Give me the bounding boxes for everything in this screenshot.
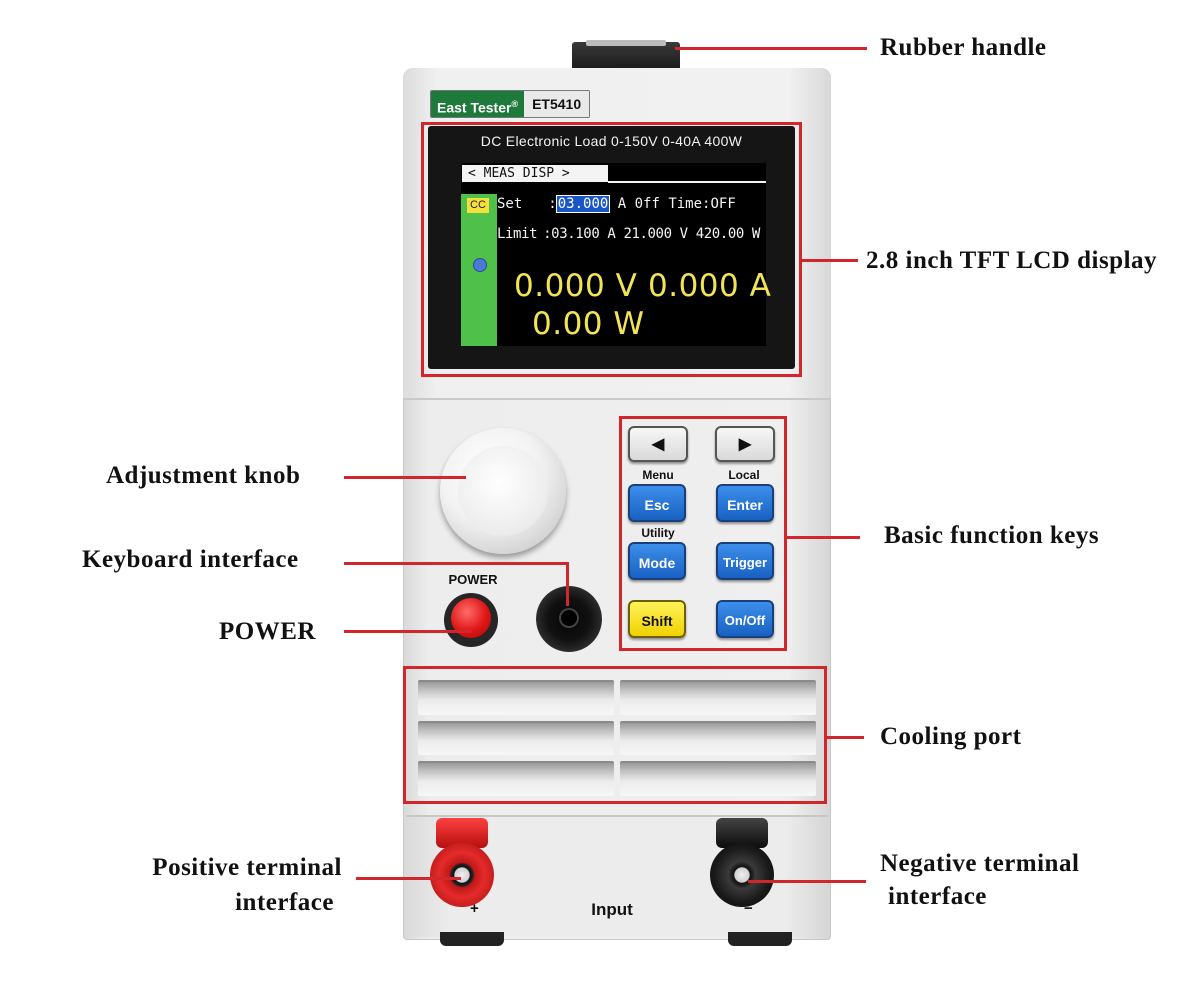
leader-keyboard-interface [344,562,569,565]
leader-cooling-port [826,736,864,739]
negative-mark: − [744,900,753,917]
lcd-menu-bar: < MEAS DISP > [462,165,608,182]
mode-button[interactable]: Mode [628,542,686,580]
vent-slot [418,761,614,796]
negative-terminal[interactable] [710,843,774,907]
lcd-screen [461,163,766,346]
lcd-set-label: Set [497,196,523,212]
on-off-button[interactable]: On/Off [716,600,774,638]
lcd-limit-row: Limit :03.100 A 21.000 V 420.00 W [497,226,760,242]
leader-rubber-handle [675,47,867,50]
device-foot-right [728,932,792,946]
callout-negative-terminal-line1: Negative terminal [880,850,1080,877]
brand-name: East Tester® [431,91,525,117]
cooling-vents [414,676,820,800]
enter-button[interactable]: Enter [716,484,774,522]
callout-keyboard-interface: Keyboard interface [82,546,299,573]
leader-adjustment-knob [344,476,466,479]
device-spec-subtitle: DC Electronic Load 0-150V 0-40A 400W [480,133,743,149]
status-dot-icon [473,258,487,272]
leader-positive-terminal [356,877,461,880]
vent-slot [418,720,614,756]
cooling-highlight-box [403,666,827,804]
positive-mark: + [470,900,479,917]
callout-negative-terminal-line2: interface [888,883,987,911]
menu-key-label: Menu [642,468,674,482]
lcd-limit-value: :03.100 A 21.000 V 420.00 W [543,226,760,242]
jack-socket-icon [561,610,577,626]
model-number: ET5410 [524,91,590,117]
callout-rubber-handle: Rubber handle [880,34,1047,61]
right-arrow-button[interactable]: ▶ [715,426,775,462]
utility-key-label: Utility [641,526,675,540]
lcd-current-readout: 0.000 A [648,268,772,304]
shift-button[interactable]: Shift [628,600,686,638]
callout-basic-function-keys: Basic function keys [884,522,1100,549]
callout-positive-terminal: Positive terminal interface [118,852,342,919]
lcd-power-readout: 0.00 W [532,306,645,342]
leader-power [344,630,472,633]
vent-slot [418,680,614,715]
callout-positive-terminal-line2: interface [235,889,334,917]
keys-highlight-box [619,416,787,651]
trigger-button[interactable]: Trigger [716,542,774,580]
leader-lcd-display [800,259,858,262]
lcd-set-value: 03.000 [555,195,611,213]
input-label: Input [591,900,633,919]
callout-negative-terminal: Negative terminal interface [880,848,1079,913]
cc-mode-badge: CC [467,198,489,213]
leader-basic-keys [786,536,860,539]
lcd-set-row: Set:03.000 A 0ff Time:OFF [497,195,736,213]
vent-slot [620,761,816,796]
positive-terminal[interactable] [430,843,494,907]
callout-positive-terminal-line1: Positive terminal [152,854,342,881]
esc-button[interactable]: Esc [628,484,686,522]
vent-slot [620,720,816,756]
left-arrow-button[interactable]: ◀ [628,426,688,462]
callout-cooling-port: Cooling port [880,723,1022,750]
lcd-menu-divider [608,181,766,183]
leader-negative-terminal [748,880,866,883]
power-switch-label: POWER [448,572,498,587]
lcd-set-suffix: A 0ff Time:OFF [617,196,736,212]
brand-plate: East Tester® ET5410 [430,90,591,118]
device-foot-left [440,932,504,946]
callout-lcd-display: 2.8 inch TFT LCD display [866,247,1158,274]
leader-keyboard-interface-drop [566,562,569,606]
callout-power: POWER [219,618,316,645]
adjustment-knob-cap [458,446,548,536]
lcd-highlight-box [421,122,802,377]
callout-adjustment-knob: Adjustment knob [106,462,301,489]
rubber-handle [572,40,680,70]
vent-slot [620,680,816,715]
lcd-voltage-readout: 0.000 V [514,268,638,304]
local-key-label: Local [728,468,760,482]
lcd-limit-label: Limit [497,226,538,242]
